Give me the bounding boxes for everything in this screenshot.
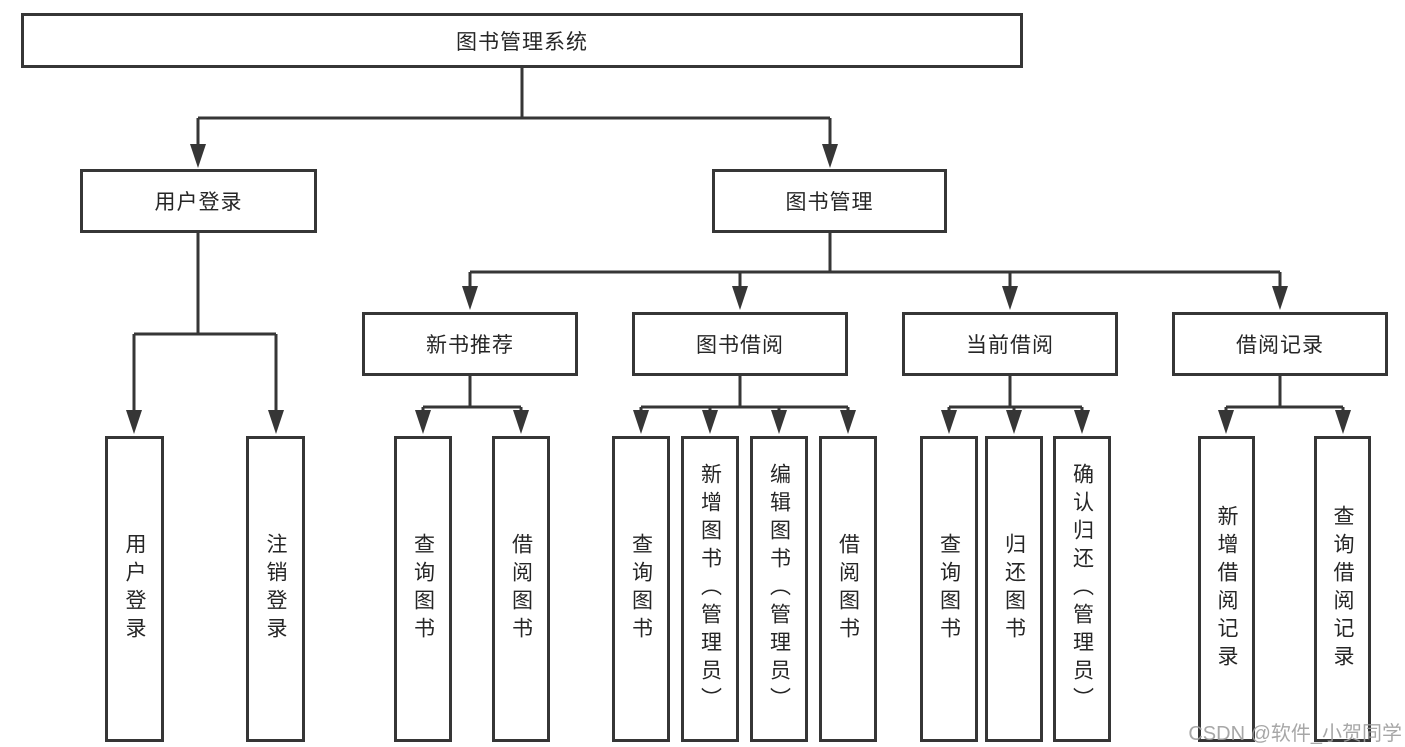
node-nb-borrow-books-label: 借阅图书	[509, 533, 533, 645]
node-br-query-borrow-record: 查询借阅记录	[1314, 436, 1371, 742]
arrow-down-icon	[190, 144, 206, 168]
node-nb-query-books: 查询图书	[394, 436, 452, 742]
csdn-watermark: CSDN @软件_小贺同学	[1188, 723, 1402, 745]
node-bb-borrow-books: 借阅图书	[819, 436, 877, 742]
node-cb-confirm-return-admin: 确认归还（管理员）	[1053, 436, 1111, 742]
node-cb-return-books: 归还图书	[985, 436, 1043, 742]
node-root: 图书管理系统	[21, 13, 1023, 68]
arrow-down-icon	[941, 410, 957, 434]
node-ul-user-login: 用户登录	[105, 436, 164, 742]
connector-root-to-level2	[196, 68, 832, 150]
arrow-down-icon	[415, 410, 431, 434]
arrow-down-icon	[1272, 286, 1288, 310]
node-user-login: 用户登录	[80, 169, 317, 233]
node-bb-query-books: 查询图书	[612, 436, 670, 742]
node-book-borrow: 图书借阅	[632, 312, 848, 376]
connector-book-borrow-children	[639, 376, 850, 416]
node-nb-query-books-label: 查询图书	[411, 533, 435, 645]
node-bb-borrow-books-label: 借阅图书	[836, 533, 860, 645]
node-bb-add-books-admin: 新增图书（管理员）	[681, 436, 739, 742]
connector-new-book-rec-children	[421, 376, 523, 416]
node-ul-logout-label: 注销登录	[264, 533, 287, 645]
node-bb-edit-books-admin: 编辑图书（管理员）	[750, 436, 808, 742]
node-nb-borrow-books: 借阅图书	[492, 436, 550, 742]
node-current-borrow: 当前借阅	[902, 312, 1118, 376]
node-new-book-rec: 新书推荐	[362, 312, 578, 376]
arrow-down-icon	[771, 410, 787, 434]
arrow-down-icon	[702, 410, 718, 434]
arrow-down-icon	[732, 286, 748, 310]
node-bb-query-books-label: 查询图书	[629, 533, 653, 645]
arrow-down-icon	[462, 286, 478, 310]
arrow-down-icon	[513, 410, 529, 434]
node-br-query-borrow-record-label: 查询借阅记录	[1331, 505, 1354, 673]
node-ul-logout: 注销登录	[246, 436, 305, 742]
node-br-add-borrow-record-label: 新增借阅记录	[1215, 505, 1238, 673]
node-book-mgmt-label: 图书管理	[785, 191, 874, 214]
arrow-down-icon	[1335, 410, 1351, 434]
node-cb-query-books-label: 查询图书	[937, 533, 961, 645]
node-cb-return-books-label: 归还图书	[1002, 533, 1026, 645]
node-cb-query-books: 查询图书	[920, 436, 978, 742]
node-borrow-records: 借阅记录	[1172, 312, 1388, 376]
connector-borrow-records-children	[1224, 376, 1345, 416]
node-current-borrow-label: 当前借阅	[966, 334, 1054, 357]
node-book-borrow-label: 图书借阅	[696, 334, 784, 357]
arrow-down-icon	[1006, 410, 1022, 434]
arrow-down-icon	[1218, 410, 1234, 434]
node-user-login-label: 用户登录	[154, 191, 243, 214]
node-bb-edit-books-admin-label: 编辑图书（管理员）	[767, 463, 791, 715]
connector-book-mgmt-children	[468, 233, 1282, 292]
connector-user-login-children	[132, 233, 278, 416]
arrow-down-icon	[1002, 286, 1018, 310]
arrow-down-icon	[1074, 410, 1090, 434]
node-new-book-rec-label: 新书推荐	[426, 334, 514, 357]
node-root-label: 图书管理系统	[456, 30, 588, 54]
arrow-down-icon	[633, 410, 649, 434]
node-ul-user-login-label: 用户登录	[123, 533, 146, 645]
node-cb-confirm-return-admin-label: 确认归还（管理员）	[1070, 463, 1094, 715]
arrow-down-icon	[268, 410, 284, 434]
node-book-mgmt: 图书管理	[712, 169, 947, 233]
node-bb-add-books-admin-label: 新增图书（管理员）	[698, 463, 722, 715]
arrowheads	[126, 144, 1351, 434]
arrow-down-icon	[840, 410, 856, 434]
arrow-down-icon	[822, 144, 838, 168]
node-br-add-borrow-record: 新增借阅记录	[1198, 436, 1255, 742]
arrow-down-icon	[126, 410, 142, 434]
node-borrow-records-label: 借阅记录	[1236, 334, 1324, 357]
